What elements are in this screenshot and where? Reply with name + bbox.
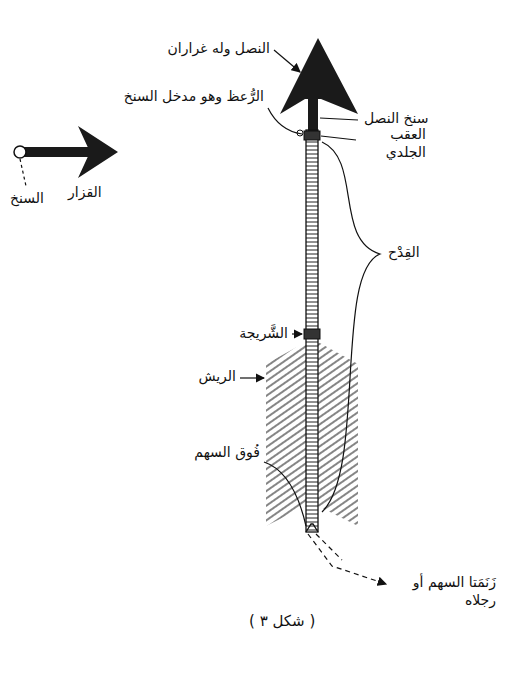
part-label: فُوق السهم xyxy=(192,444,262,462)
part-label: سنخ النصل xyxy=(362,110,431,128)
part-label: القِدْح xyxy=(386,244,422,262)
part-label: العقب الجلدي xyxy=(360,126,428,161)
part-label: الريش xyxy=(196,368,238,386)
part-label: النصل وله غراران xyxy=(166,40,272,58)
part-label: الرُّعظ وهو مدخل السنخ xyxy=(122,88,266,106)
part-label: السنخ xyxy=(8,190,46,208)
part-label: زَنَمَتا السهم أو رجلاه xyxy=(394,574,498,609)
part-label: القزار xyxy=(66,184,104,202)
part-label: الشَّريجة xyxy=(237,325,290,343)
figure-caption: ( شكل ٣ ) xyxy=(247,612,317,631)
